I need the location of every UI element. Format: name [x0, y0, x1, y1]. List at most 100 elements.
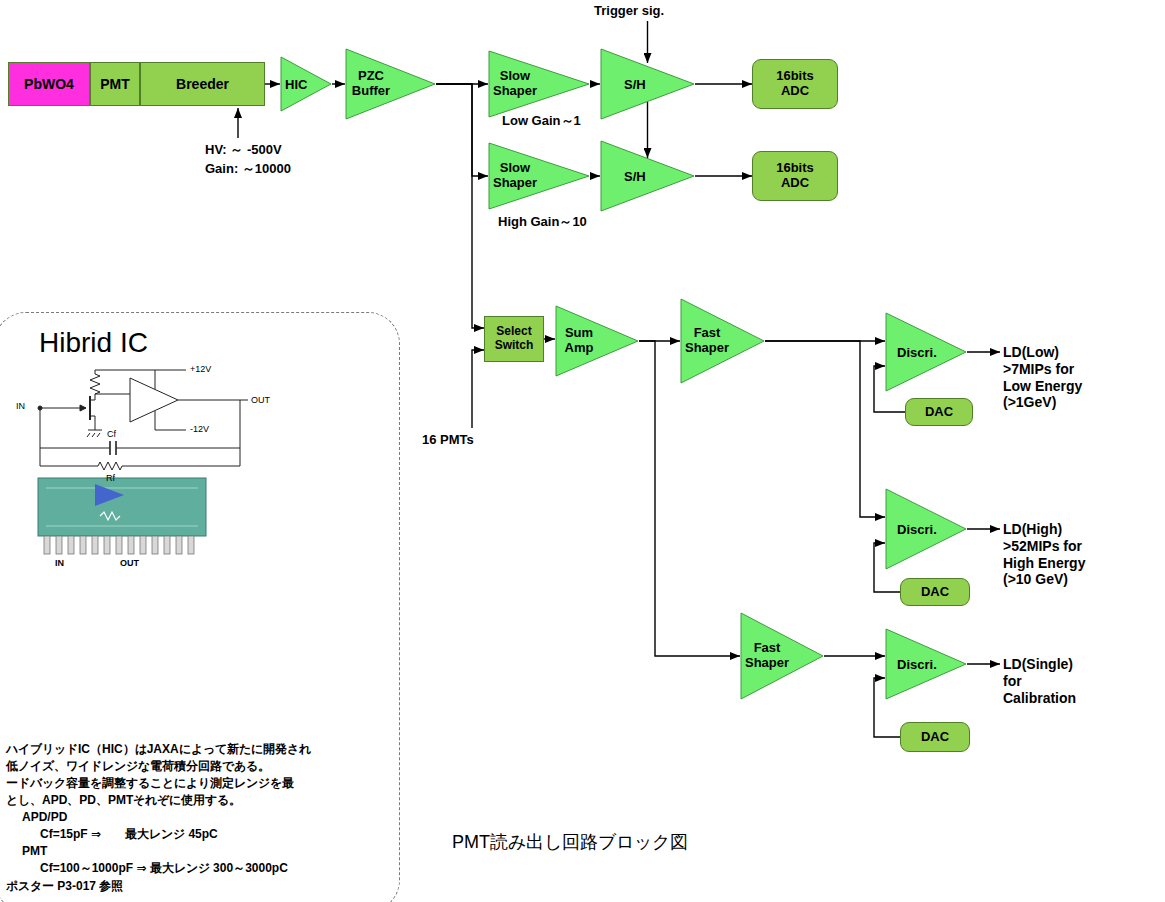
dac-box: DAC — [900, 722, 970, 752]
amplifier-triangle — [489, 143, 589, 209]
note-line: Cf=100～1000pF ⇒ 最大レンジ 300～3000pC — [40, 861, 288, 875]
node-text: Sum Amp — [561, 326, 597, 356]
triangle-outline — [600, 140, 695, 212]
node-text: PMT — [100, 76, 130, 92]
adc-box: 16bits ADC — [752, 151, 838, 201]
signal-connector — [639, 341, 740, 656]
pin-name: -12V — [190, 424, 209, 435]
node-text: S/H — [624, 78, 646, 93]
output-note: LD(Low) >7MIPs for Low Energy (>1GeV) — [1003, 344, 1091, 411]
pin-name: IN — [55, 558, 64, 569]
signal-connector — [695, 83, 752, 84]
sum-amplifier: Sum Amp — [555, 305, 639, 377]
hic-schematic — [38, 370, 248, 470]
wire — [178, 400, 248, 401]
dac-box: DAC — [905, 398, 973, 426]
gain-note: Gain: ～10000 — [205, 161, 291, 177]
signal-connector — [695, 175, 752, 176]
amplifier-triangle — [741, 613, 823, 699]
input-note: 16 PMTs — [422, 432, 474, 448]
switch-box: Select Switch — [484, 316, 544, 362]
node-text: Discri. — [897, 346, 937, 361]
capacitor-symbol — [110, 441, 116, 455]
ground-symbol — [87, 430, 102, 437]
pin-name: +12V — [190, 364, 211, 375]
buffer-amplifier: PZC Buffer — [345, 48, 436, 120]
amplifier-triangle — [601, 49, 694, 119]
gain-note: High Gain～10 — [498, 214, 587, 230]
signal-connector — [544, 338, 555, 339]
output-arrow — [967, 351, 1000, 352]
sample-hold: S/H — [600, 140, 695, 212]
note-line: APD/PD — [22, 810, 67, 824]
wire — [40, 408, 86, 409]
amplifier-triangle — [886, 313, 966, 391]
wire — [90, 394, 95, 430]
trigger-arrow — [647, 21, 648, 63]
board-photo — [38, 478, 206, 536]
amplifier-triangle — [489, 51, 589, 117]
output-arrow — [967, 528, 1000, 529]
note-line: ードバック容量を調整することにより測定レンジを最 — [6, 776, 294, 790]
board-trace — [46, 488, 198, 526]
adc-box: 16bits ADC — [752, 59, 838, 109]
opamp-print — [95, 484, 124, 506]
hic-photo — [38, 478, 206, 554]
fast-shaper: Fast Shaper — [740, 612, 824, 700]
supply-rail — [95, 370, 186, 371]
part-name: Rf — [106, 473, 115, 484]
pin-name: OUT — [120, 558, 139, 569]
pin-name: IN — [16, 401, 25, 412]
node-text: DAC — [925, 405, 953, 420]
voltage-note: HV: ～ -500V — [205, 142, 282, 158]
pin-name: OUT — [251, 395, 270, 406]
gain-note: Low Gain～1 — [502, 113, 581, 129]
amplifier-triangle — [601, 141, 694, 211]
node-text: Slow Shaper — [493, 161, 537, 191]
note-line: ハイブリッドIC（HIC）はJAXAによって新たに開発され — [6, 742, 311, 756]
shaper-amplifier: Slow Shaper — [488, 142, 590, 210]
sample-hold: S/H — [600, 48, 695, 120]
discriminator: Discri. — [885, 628, 967, 700]
node-text: PZC Buffer — [351, 69, 391, 99]
node-text: Hibrid IC — [39, 327, 148, 359]
amplifier-triangle — [886, 629, 966, 699]
note-line: PMT — [22, 844, 47, 858]
dac-box: DAC — [900, 578, 970, 606]
node-text: Fast Shaper — [685, 326, 729, 356]
amplifier-triangle — [681, 299, 764, 383]
discriminator: Discri. — [885, 488, 967, 570]
signal-connector — [332, 83, 345, 84]
signal-connector — [590, 175, 600, 176]
node-text: S/H — [624, 170, 646, 185]
signal-connector — [765, 341, 885, 517]
amplifier-triangle — [346, 49, 435, 119]
fast-shaper: Fast Shaper — [680, 298, 765, 384]
node-text: Discri. — [897, 658, 937, 673]
resistor-print — [100, 512, 120, 520]
note-line: ポスター P3-017 参照 — [6, 879, 123, 893]
amplifier-triangle — [281, 57, 331, 111]
triangle-outline — [600, 48, 695, 120]
signal-name: Trigger sig. — [594, 3, 664, 19]
node-text: Fast Shaper — [745, 641, 789, 671]
signal-connector — [436, 84, 484, 328]
crystal-box: PbWO4 — [8, 62, 90, 106]
resistor-symbol — [90, 370, 130, 394]
note-line: 低ノイズ、ワイドレンジな電荷積分回路である。 — [6, 759, 270, 773]
gate-arrow — [80, 405, 86, 411]
figure-caption: PMT読み出し回路ブロック図 — [452, 830, 688, 854]
signal-connector — [590, 83, 600, 84]
pmt-input-arrow — [472, 350, 484, 428]
amplifier-triangle — [556, 306, 638, 376]
supply-rail — [155, 411, 186, 430]
pin-row — [44, 536, 194, 554]
node-text: HIC — [285, 78, 307, 93]
signal-connector — [824, 655, 885, 656]
part-name: Cf — [107, 429, 116, 440]
amplifier-triangle — [886, 489, 966, 569]
breeder-box: Breeder — [140, 62, 265, 106]
shaper-amplifier: Slow Shaper — [488, 50, 590, 118]
